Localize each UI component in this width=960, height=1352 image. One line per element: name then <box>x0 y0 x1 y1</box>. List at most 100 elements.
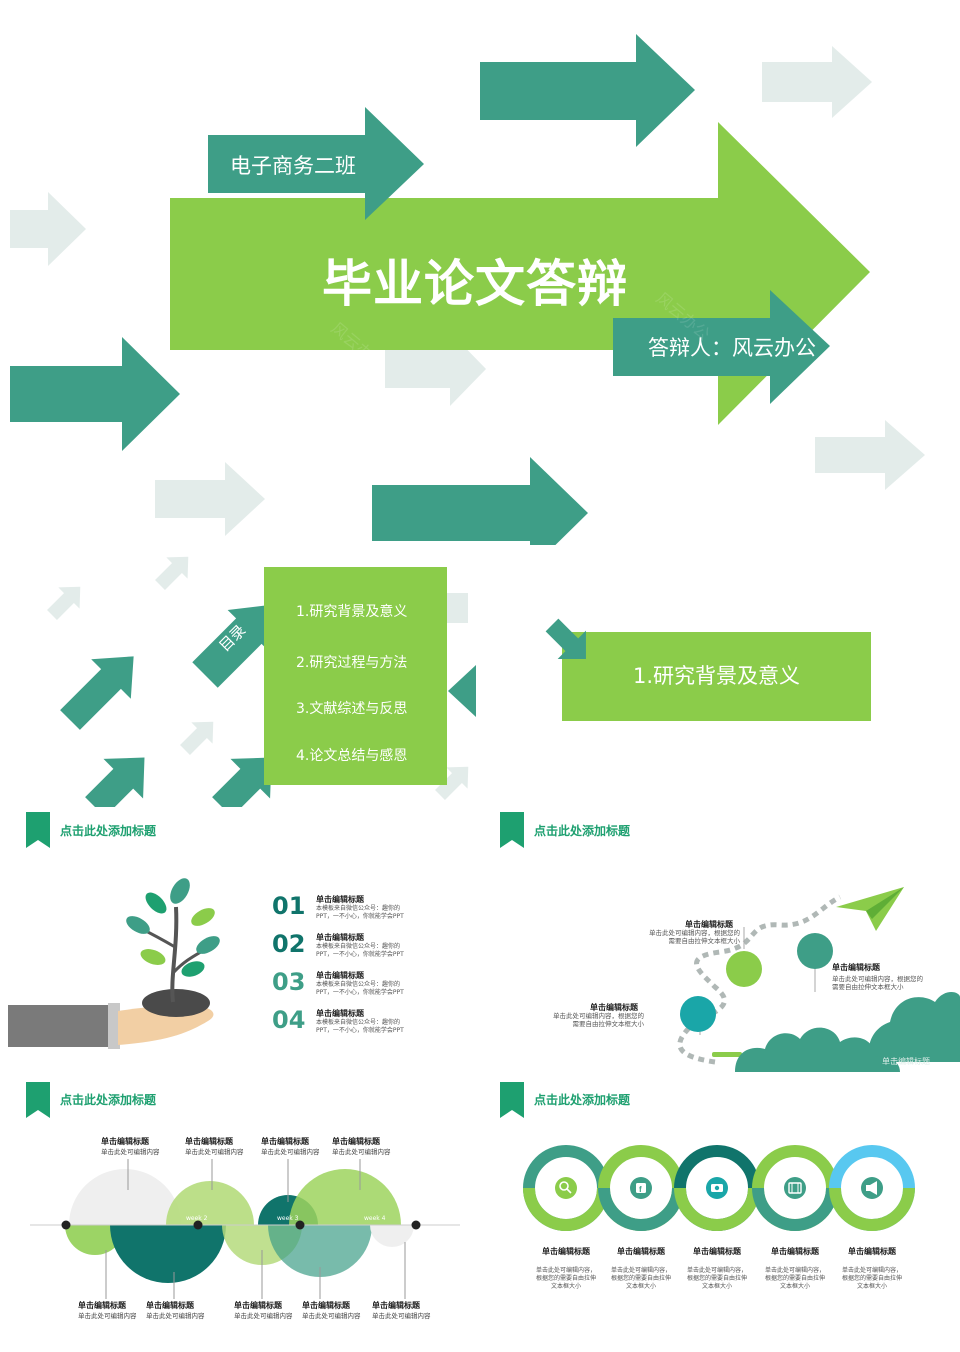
ring-item-desc: 单击此处可编辑内容，根据您的需要自由拉伸文本框大小 <box>686 1267 747 1290</box>
timeline-bottom-title[interactable]: 单击编辑标题 <box>302 1301 350 1310</box>
toc-item[interactable]: 4.论文总结与感恩 <box>296 748 408 764</box>
item-desc: 本模板来自微信公众号：趣你的PPT，一不小心，你就能学会PPT <box>316 981 404 996</box>
pale-arrow <box>815 420 925 490</box>
presenter-label: 答辩人：风云办公 <box>648 332 820 364</box>
ring-item-title[interactable]: 单击编辑标题 <box>617 1247 665 1256</box>
ring-item: 单击编辑标题 单击此处可编辑内容，根据您的需要自由拉伸文本框大小 <box>763 1246 827 1291</box>
pale-arrow <box>762 46 872 118</box>
cloud-label[interactable]: 单击编辑标题 <box>882 1057 930 1066</box>
item-title[interactable]: 单击编辑标题 <box>316 971 364 980</box>
pale-diag-arrow <box>155 556 189 590</box>
pale-diag-arrow <box>435 766 469 800</box>
section-box <box>562 632 871 721</box>
toc-slide: 目录 1.研究背景及意义 2.研究过程与方法 3.文献综述与反思 4.论文总结与… <box>0 545 480 807</box>
right-item-desc: 单击此处可编辑内容，根据您的需要自由拉伸文本框大小 <box>832 975 923 991</box>
timeline-bottom-title[interactable]: 单击编辑标题 <box>372 1301 420 1310</box>
timeline-bottom-sub: 单击此处可编辑内容 <box>78 1312 137 1320</box>
item-number: 03 <box>272 968 306 996</box>
timeline-top-title[interactable]: 单击编辑标题 <box>101 1137 149 1146</box>
section-corner-arrow <box>545 618 586 659</box>
pale-diag-arrow <box>47 586 81 620</box>
item-desc: 本模板来自微信公众号：趣你的PPT，一不小心，你就能学会PPT <box>316 943 404 958</box>
header-bookmark-icon <box>500 1082 524 1118</box>
slide-header-title[interactable]: 点击此处添加标题 <box>60 824 157 838</box>
item-title[interactable]: 单击编辑标题 <box>316 895 364 904</box>
section-slide: 1.研究背景及意义 <box>480 545 960 807</box>
section-shapes <box>545 618 871 721</box>
numbered-list: 01 单击编辑标题 本模板来自微信公众号：趣你的PPT，一不小心，你就能学会PP… <box>272 892 462 1044</box>
timeline-top-title[interactable]: 单击编辑标题 <box>261 1137 309 1146</box>
header-bookmark-icon <box>26 812 50 848</box>
item-title[interactable]: 单击编辑标题 <box>316 1009 364 1018</box>
ring-item-title[interactable]: 单击编辑标题 <box>693 1247 741 1256</box>
timeline-bottom-title[interactable]: 单击编辑标题 <box>146 1301 194 1310</box>
toc-notch <box>448 665 476 717</box>
slide-header-title[interactable]: 点击此处添加标题 <box>534 1093 631 1107</box>
toc-item[interactable]: 2.研究过程与方法 <box>296 655 408 671</box>
toc-item[interactable]: 1.研究背景及意义 <box>296 604 408 620</box>
pale-diag-arrow <box>180 721 214 755</box>
teal-arrow <box>10 337 180 451</box>
timeline-bottom-sub: 单击此处可编辑内容 <box>146 1312 205 1320</box>
header-bookmark-icon <box>500 812 524 848</box>
ring-item-title[interactable]: 单击编辑标题 <box>848 1247 896 1256</box>
timeline-top-sub: 单击此处可编辑内容 <box>101 1148 160 1156</box>
ring-chain: f <box>523 1145 915 1231</box>
toc-tag-arrow <box>192 604 276 688</box>
item-desc: 本模板来自微信公众号：趣你的PPT，一不小心，你就能学会PPT <box>316 905 404 920</box>
toc-item[interactable]: 3.文献综述与反思 <box>296 701 408 717</box>
presenter-arrow <box>613 290 830 404</box>
timeline-top-title[interactable]: 单击编辑标题 <box>185 1137 233 1146</box>
top-item-desc: 单击此处可编辑内容，根据您的需要自由拉伸文本框大小 <box>649 929 740 945</box>
ring-item: 单击编辑标题 单击此处可编辑内容，根据您的需要自由拉伸文本框大小 <box>534 1246 598 1291</box>
timeline-bottom-sub: 单击此处可编辑内容 <box>372 1312 431 1320</box>
pale-arrow <box>10 192 86 266</box>
ring-item: 单击编辑标题 单击此处可编辑内容，根据您的需要自由拉伸文本框大小 <box>609 1246 673 1291</box>
pale-block <box>447 593 468 623</box>
film-icon <box>784 1177 806 1199</box>
list-item: 04 单击编辑标题 本模板来自微信公众号：趣你的PPT，一不小心，你就能学会PP… <box>272 1006 462 1044</box>
teal-diag-arrow <box>85 757 145 807</box>
cover-slide: 风云办公 风云办公 电子商务二班 毕业论文答辩 答辩人：风云办公 <box>0 0 960 545</box>
class-label-arrow <box>208 107 424 220</box>
timeline-bottom-title[interactable]: 单击编辑标题 <box>78 1301 126 1310</box>
item-desc: 本模板来自微信公众号：趣你的PPT，一不小心，你就能学会PPT <box>316 1019 404 1034</box>
teal-arrow <box>372 457 588 545</box>
timeline-bottom-sub: 单击此处可编辑内容 <box>302 1312 361 1320</box>
ring-item-desc: 单击此处可编辑内容，根据您的需要自由拉伸文本框大小 <box>841 1267 902 1290</box>
ring-item-title[interactable]: 单击编辑标题 <box>771 1247 819 1256</box>
ring-item-desc: 单击此处可编辑内容，根据您的需要自由拉伸文本框大小 <box>610 1267 671 1290</box>
item-number: 02 <box>272 930 306 958</box>
week-label: week 4 <box>364 1215 386 1222</box>
timeline-top-sub: 单击此处可编辑内容 <box>332 1148 391 1156</box>
path-slide: 点击此处添加标题 单击编辑标题 单击此处可编辑内容，根据您的需要自由拉伸文本框大… <box>480 807 960 1077</box>
class-label: 电子商务二班 <box>230 154 356 178</box>
top-item-title[interactable]: 单击编辑标题 <box>685 920 733 929</box>
timeline-bottom-sub: 单击此处可编辑内容 <box>234 1312 293 1320</box>
right-item-title[interactable]: 单击编辑标题 <box>832 963 880 972</box>
list-item: 03 单击编辑标题 本模板来自微信公众号：趣你的PPT，一不小心，你就能学会PP… <box>272 968 462 1006</box>
timeline-top-sub: 单击此处可编辑内容 <box>185 1148 244 1156</box>
main-title: 毕业论文答辩 <box>322 255 628 313</box>
list-item: 01 单击编辑标题 本模板来自微信公众号：趣你的PPT，一不小心，你就能学会PP… <box>272 892 462 930</box>
slide-header-title[interactable]: 点击此处添加标题 <box>60 1093 157 1107</box>
timeline-illustration <box>30 1159 460 1299</box>
timeline-top-sub: 单击此处可编辑内容 <box>261 1148 320 1156</box>
cover-arrows: 风云办公 风云办公 <box>10 34 925 545</box>
timeline-top-title[interactable]: 单击编辑标题 <box>332 1137 380 1146</box>
slide-header-title[interactable]: 点击此处添加标题 <box>534 824 631 838</box>
left-item-desc: 单击此处可编辑内容，根据您的需要自由拉伸文本框大小 <box>553 1012 644 1028</box>
item-title[interactable]: 单击编辑标题 <box>316 933 364 942</box>
left-item-title[interactable]: 单击编辑标题 <box>590 1003 638 1012</box>
path-illustration <box>677 887 960 1072</box>
ring-item-title[interactable]: 单击编辑标题 <box>542 1247 590 1256</box>
timeline-bottom-title[interactable]: 单击编辑标题 <box>234 1301 282 1310</box>
ring-item: 单击编辑标题 单击此处可编辑内容，根据您的需要自由拉伸文本框大小 <box>685 1246 749 1291</box>
toc-list: 1.研究背景及意义 2.研究过程与方法 3.文献综述与反思 4.论文总结与感恩 <box>296 601 446 765</box>
header-bookmark-icon <box>26 1082 50 1118</box>
section-title: 1.研究背景及意义 <box>632 664 801 688</box>
item-number: 04 <box>272 1006 306 1034</box>
teal-diag-arrow <box>212 757 272 807</box>
ring-item-desc: 单击此处可编辑内容，根据您的需要自由拉伸文本框大小 <box>764 1267 825 1290</box>
pale-arrow <box>155 462 265 536</box>
